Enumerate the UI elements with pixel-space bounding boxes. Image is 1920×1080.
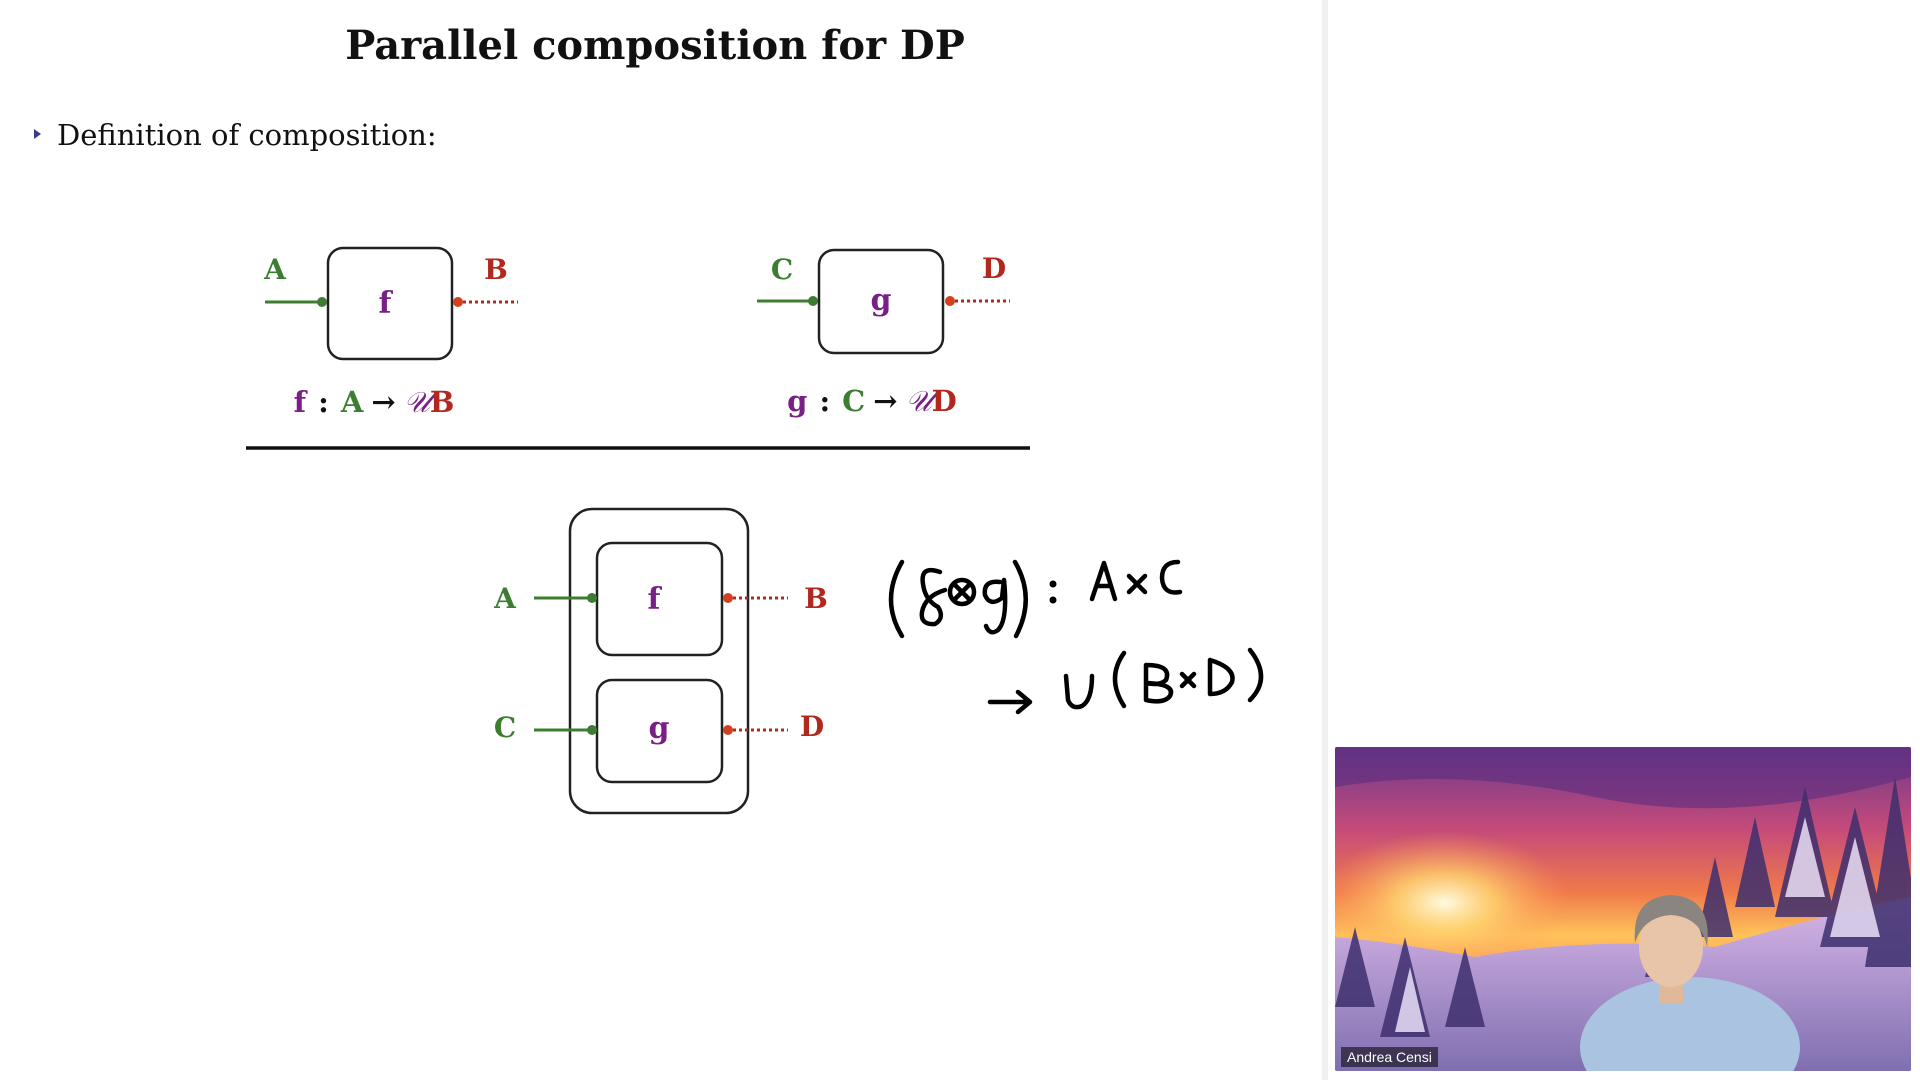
- type-signature: f:A→𝒰B: [294, 385, 455, 419]
- input-port: [317, 297, 327, 307]
- slide: Parallel composition for DP Definition o…: [34, 22, 1264, 815]
- input-port-a: [587, 593, 597, 603]
- function-label: g: [871, 283, 892, 318]
- bullet-item: Definition of composition:: [34, 118, 437, 152]
- function-box: [817, 248, 945, 355]
- ink-stroke: [951, 581, 973, 603]
- function-box: [326, 246, 454, 361]
- ink-stroke: [987, 689, 1033, 715]
- inner-box-g: [595, 678, 724, 784]
- composition-diagram: A B f f:A→𝒰B C D g g:C→𝒰D: [246, 246, 1264, 815]
- input-label: C: [771, 253, 793, 286]
- function-label-f: f: [648, 582, 663, 617]
- ink-stroke: [1247, 647, 1264, 703]
- input-label: A: [263, 253, 287, 286]
- ink-stroke: [1049, 596, 1057, 604]
- bullet-text: Definition of composition:: [57, 118, 437, 152]
- video-feed: [1335, 747, 1911, 1071]
- slide-title: Parallel composition for DP: [345, 22, 965, 69]
- ink-stroke: [1063, 673, 1095, 710]
- participant-video-tile[interactable]: Andrea Censi: [1335, 747, 1911, 1071]
- output-label-b: B: [804, 582, 828, 615]
- output-port: [453, 297, 463, 307]
- ink-stroke: [1159, 559, 1183, 595]
- ink-stroke: [919, 567, 948, 627]
- ink-stroke: [1207, 657, 1235, 697]
- panel-divider[interactable]: [1322, 0, 1328, 1080]
- output-label: D: [982, 252, 1006, 285]
- ink-stroke: [1179, 671, 1197, 689]
- ink-stroke: [1143, 662, 1174, 704]
- diagram-parallel: A B C D f g: [493, 507, 828, 815]
- output-label-d: D: [800, 710, 824, 743]
- ink-stroke: [1012, 559, 1028, 639]
- ink-stroke: [947, 577, 977, 607]
- ink-stroke: [1112, 650, 1127, 709]
- participant-name-label: Andrea Censi: [1341, 1047, 1438, 1067]
- diagram-f: A B f f:A→𝒰B: [263, 246, 518, 419]
- input-port: [808, 296, 818, 306]
- ink-stroke: [1126, 573, 1148, 595]
- ink-stroke: [1049, 580, 1057, 588]
- handwritten-annotation: [888, 559, 1264, 715]
- input-label-c: C: [494, 711, 516, 744]
- bullet-marker-icon: [34, 129, 41, 139]
- output-port-d: [723, 725, 733, 735]
- type-signature: g:C→𝒰D: [787, 384, 957, 418]
- output-port: [945, 296, 955, 306]
- ink-stroke: [888, 559, 905, 639]
- inner-box-f: [595, 541, 724, 657]
- input-label-a: A: [493, 582, 517, 615]
- function-label-g: g: [649, 711, 670, 746]
- diagram-g: C D g g:C→𝒰D: [757, 248, 1010, 418]
- input-port-c: [587, 725, 597, 735]
- output-label: B: [484, 253, 508, 286]
- function-label: f: [379, 286, 394, 321]
- ink-stroke: [982, 577, 1008, 635]
- output-port-b: [723, 593, 733, 603]
- ink-stroke: [1089, 560, 1118, 602]
